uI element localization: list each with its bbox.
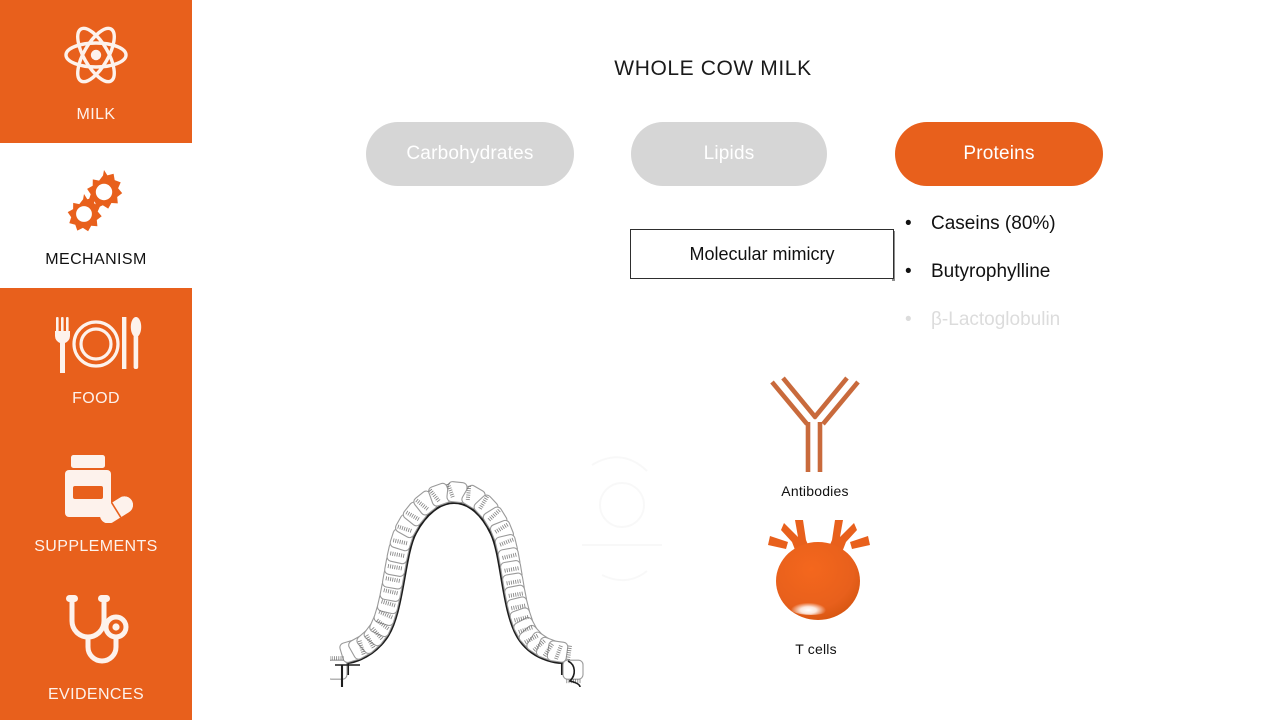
antibody-icon xyxy=(752,376,878,480)
pill-lipids[interactable]: Lipids xyxy=(631,122,827,186)
sidebar: MILK MECHANISM xyxy=(0,0,192,720)
sidebar-item-label: FOOD xyxy=(72,389,120,407)
tcell-caption: T cells xyxy=(795,641,837,657)
antibody-figure: Antibodies xyxy=(752,372,878,499)
pill-bottle-icon xyxy=(57,453,135,528)
list-item: • Butyrophylline xyxy=(905,261,1060,309)
pill-label: Proteins xyxy=(963,143,1035,164)
list-item-label: β-Lactoglobulin xyxy=(931,309,1061,330)
atom-icon xyxy=(60,19,132,96)
tcell-figure: T cells xyxy=(748,508,884,657)
pill-label: Carbohydrates xyxy=(406,143,534,164)
list-item-label: Butyrophylline xyxy=(931,261,1051,282)
sidebar-item-food[interactable]: FOOD xyxy=(0,288,192,432)
protein-list: • Caseins (80%) • Butyrophylline • β-Lac… xyxy=(905,213,1060,357)
bullet-icon: • xyxy=(905,213,912,234)
sidebar-item-supplements[interactable]: SUPPLEMENTS xyxy=(0,432,192,576)
pill-label: Lipids xyxy=(703,143,755,164)
sidebar-item-label: MILK xyxy=(76,106,116,123)
stethoscope-icon xyxy=(56,593,136,676)
sidebar-item-milk[interactable]: MILK xyxy=(0,0,192,143)
tcell-icon xyxy=(748,520,884,638)
antibody-caption: Antibodies xyxy=(781,483,849,499)
page-title: WHOLE COW MILK xyxy=(0,57,1280,81)
faded-background-graphic xyxy=(552,425,702,630)
bullet-icon: • xyxy=(905,309,912,330)
molecular-mimicry-box[interactable]: Molecular mimicry xyxy=(630,229,894,279)
gears-icon xyxy=(59,162,133,241)
list-item: • β-Lactoglobulin xyxy=(905,309,1060,357)
molecular-mimicry-label: Molecular mimicry xyxy=(689,243,835,264)
sidebar-item-label: MECHANISM xyxy=(45,251,147,268)
list-item: • Caseins (80%) xyxy=(905,213,1060,261)
pill-carbohydrates[interactable]: Carbohydrates xyxy=(366,122,574,186)
bullet-icon: • xyxy=(905,261,912,282)
sidebar-item-mechanism[interactable]: MECHANISM xyxy=(0,143,192,288)
page-title-text: WHOLE COW MILK xyxy=(614,57,812,80)
sidebar-item-evidences[interactable]: EVIDENCES xyxy=(0,576,192,720)
intestinal-villus-illustration xyxy=(326,425,610,692)
pill-proteins[interactable]: Proteins xyxy=(895,122,1103,186)
sidebar-item-label: EVIDENCES xyxy=(47,685,145,703)
sidebar-item-label: SUPPLEMENTS xyxy=(34,537,158,555)
cutlery-plate-icon xyxy=(50,313,142,380)
list-item-label: Caseins (80%) xyxy=(931,213,1056,234)
